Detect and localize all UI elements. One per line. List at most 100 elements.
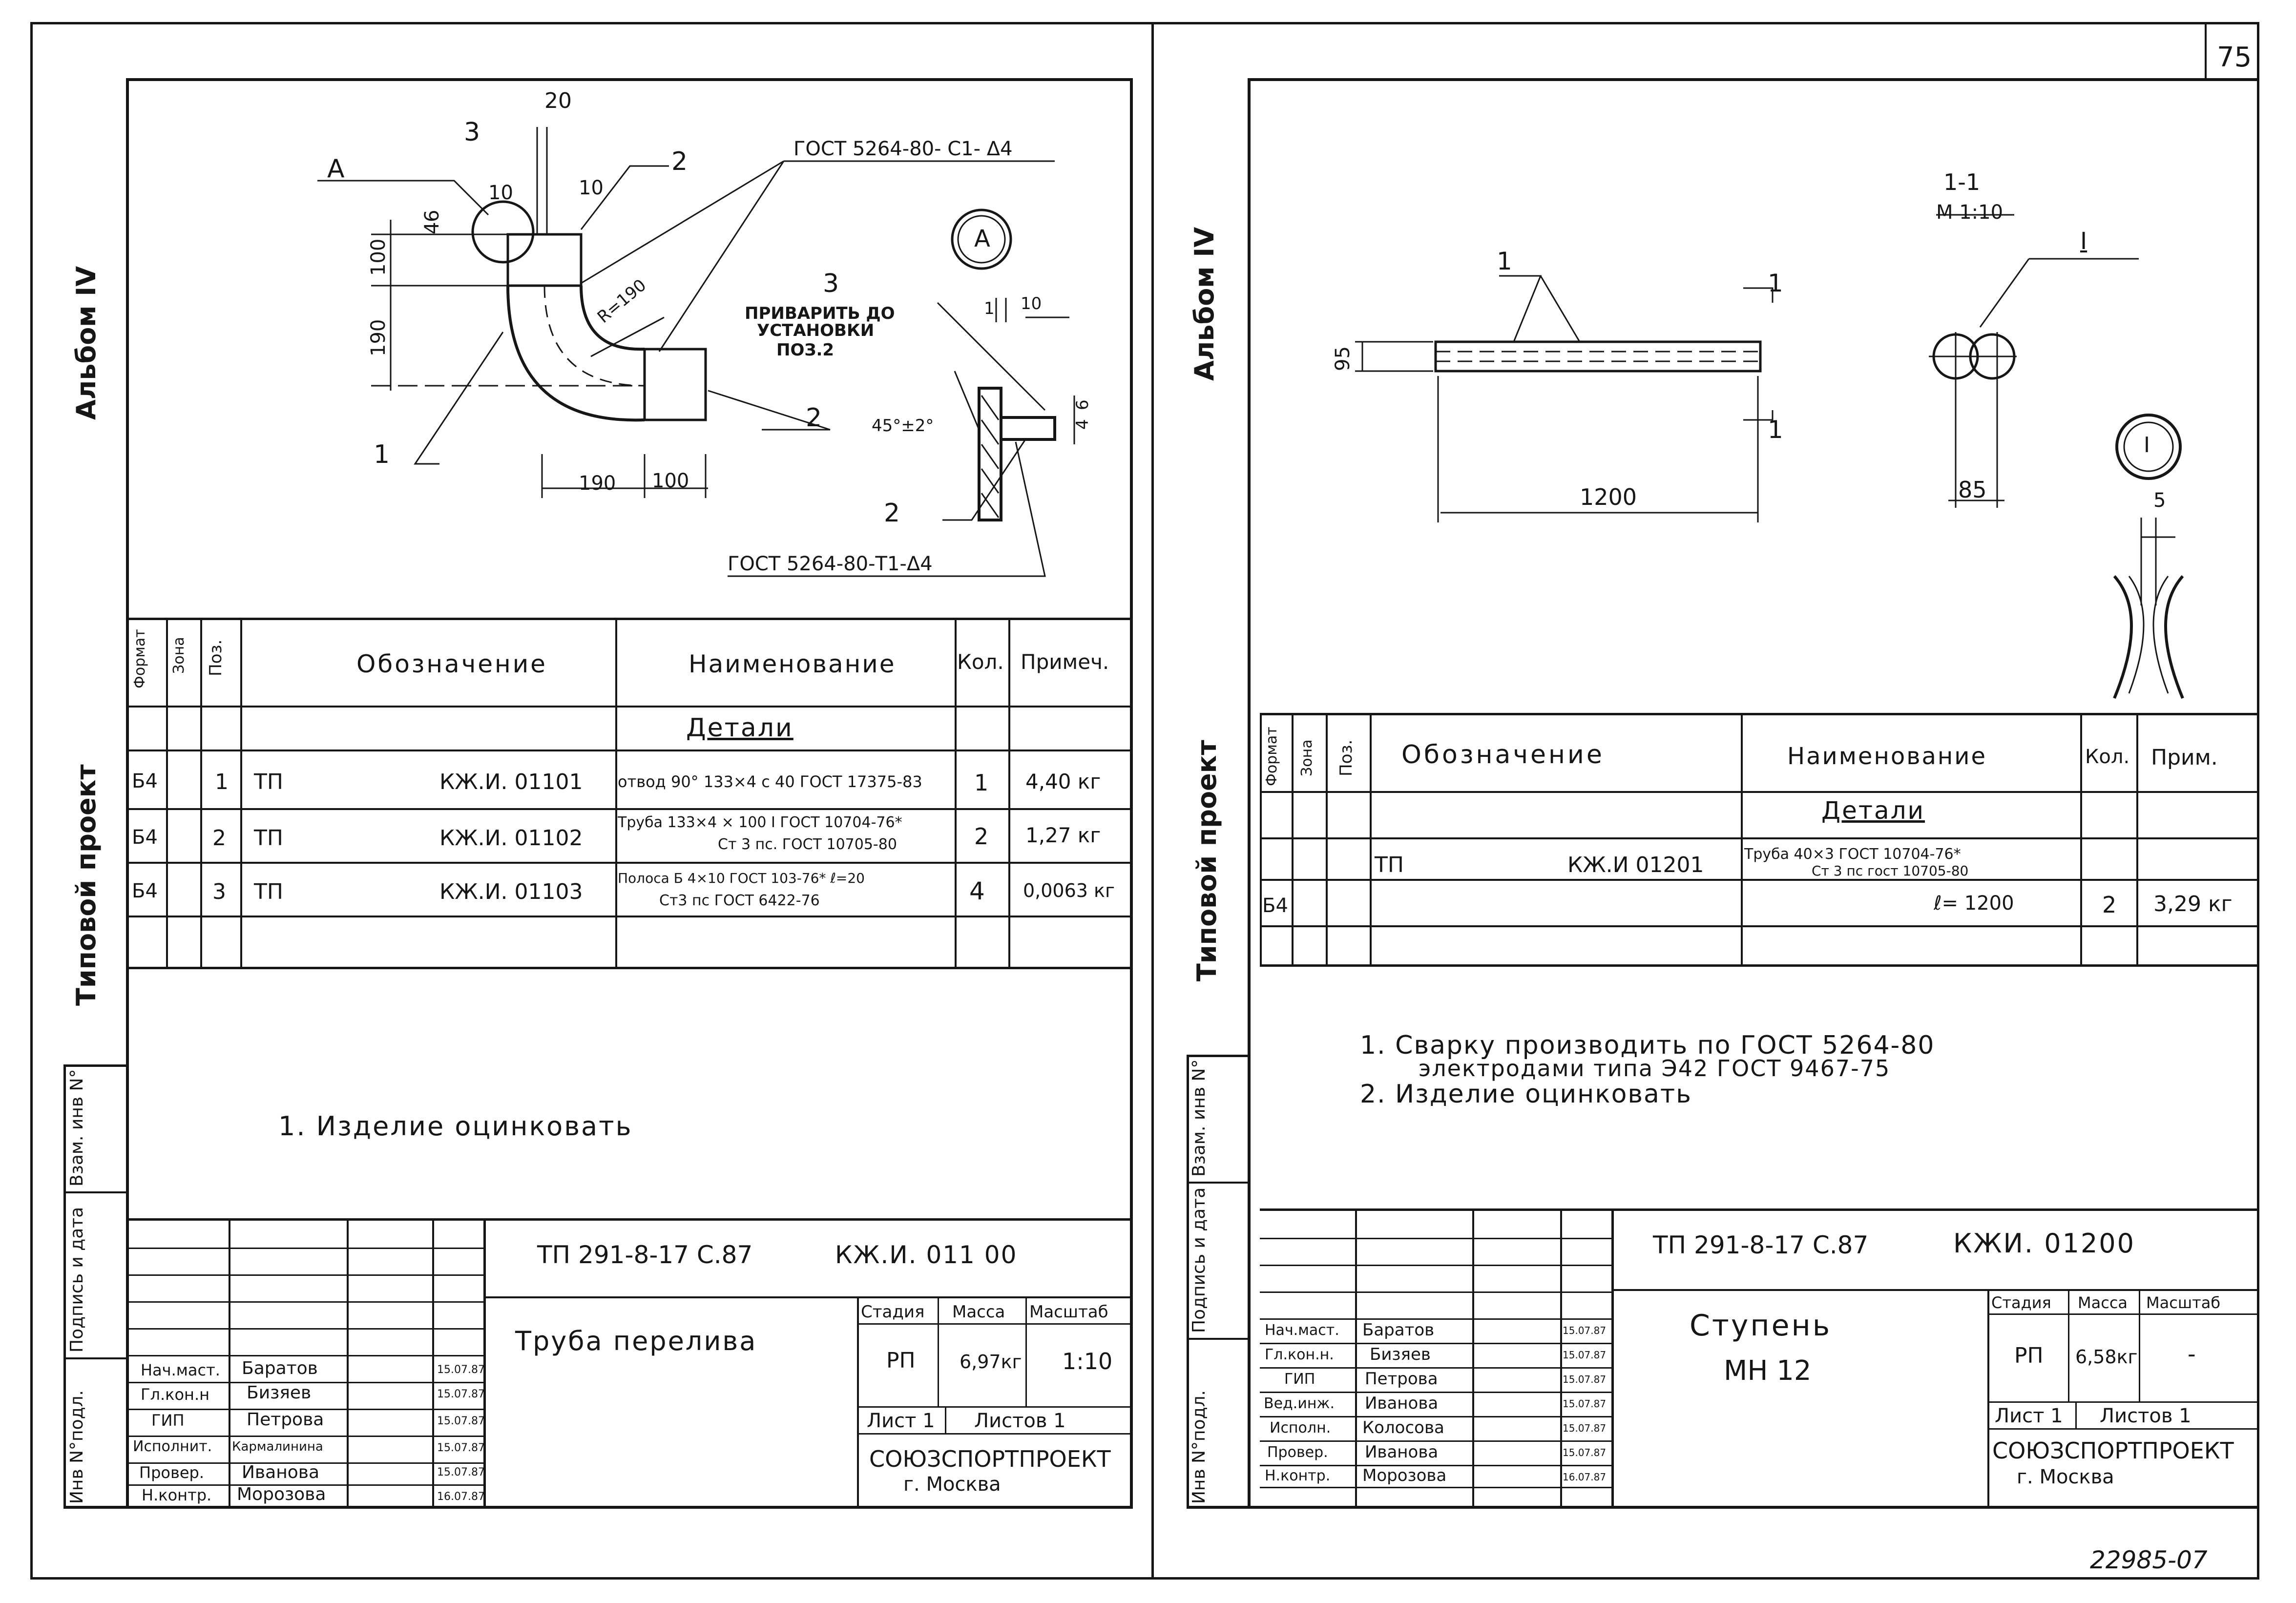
right-sheets-total: Листов 1: [2100, 1405, 2192, 1427]
left-role-5: Провер.: [139, 1463, 204, 1482]
r-spec-header-designation: Обозначение: [1401, 740, 1605, 770]
right-org: СОЮЗСПОРТПРОЕКТ: [1992, 1437, 2234, 1464]
detail-dim-6: 6: [1073, 399, 1092, 410]
spec-header-designation: Обозначение: [356, 650, 547, 678]
left-date-5: 15.07.87: [437, 1466, 485, 1478]
left-role-6: Н.контр.: [142, 1486, 212, 1504]
dim-100-v: 100: [367, 238, 390, 276]
left-title: Труба перелива: [515, 1326, 757, 1356]
callout-3-detail: 3: [823, 269, 839, 298]
right-note-line1: 1. Сварку производить по ГОСТ 5264-80: [1360, 1031, 1935, 1060]
callout-2-top: 2: [671, 147, 688, 176]
right-scale-value: -: [2188, 1341, 2196, 1367]
right-stage-header: Стадия: [1991, 1293, 2051, 1312]
view-roman-i: I: [2144, 433, 2150, 458]
r-spec-header-qty: Кол.: [2085, 746, 2130, 768]
right-role-4: Вед.инж.: [1264, 1395, 1335, 1412]
weld-spec-top: ГОСТ 5264-80- С1- Δ4: [793, 138, 1013, 160]
right-stamp-sign-date: Подпись и дата: [1189, 1187, 1209, 1333]
right-role-6: Провер.: [1267, 1444, 1328, 1461]
right-title: Ступень: [1690, 1309, 1832, 1343]
right-stamp-vzam: Взам. инв N°: [1189, 1059, 1209, 1177]
r-spec-header-note: Прим.: [2151, 745, 2218, 770]
right-date-2: 15.07.87: [1563, 1349, 1607, 1361]
spec-row3-qty: 4: [969, 877, 985, 905]
callout-3: 3: [464, 118, 480, 147]
dim-1200: 1200: [1580, 484, 1637, 510]
callout-1-pipes: 1: [1497, 247, 1512, 275]
spec-row3-name-bottom: Ст3 пс ГОСТ 6422-76: [659, 892, 820, 909]
left-doc-code-right: КЖ.И. 011 00: [835, 1241, 1018, 1269]
right-date-1: 15.07.87: [1563, 1325, 1607, 1336]
left-doc-code-left: ТП 291-8-17 С.87: [537, 1241, 753, 1269]
left-role-2: Гл.кон.н: [141, 1385, 210, 1404]
right-date-3: 15.07.87: [1563, 1374, 1607, 1385]
left-city: г. Москва: [903, 1473, 1001, 1496]
left-scale-header: Масштаб: [1029, 1302, 1108, 1322]
callout-roman-i: I: [2080, 228, 2087, 255]
view-a-label: A: [974, 225, 990, 252]
left-role-3: ГИП: [151, 1411, 185, 1430]
callout-2-detail: 2: [884, 499, 900, 528]
r-spec-row1-length: ℓ= 1200: [1934, 892, 2014, 915]
right-role-2: Гл.кон.н.: [1265, 1346, 1334, 1363]
spec-section-title: Детали: [686, 713, 793, 743]
dim-5: 5: [2153, 489, 2166, 512]
right-name-6: Иванова: [1365, 1442, 1439, 1462]
spec-row3-pos: 3: [212, 879, 226, 904]
spec-header-format: Формат: [131, 629, 148, 688]
r-spec-header-pos: Поз.: [1336, 739, 1356, 776]
right-note-line2: электродами типа Э42 ГОСТ 9467-75: [1419, 1055, 1891, 1082]
section-title: 1-1: [1943, 169, 1981, 195]
left-name-1: Баратов: [242, 1358, 318, 1378]
left-scale-value: 1:10: [1062, 1348, 1113, 1374]
left-date-6: 16.07.87: [437, 1491, 485, 1503]
spec-header-note: Примеч.: [1021, 650, 1109, 674]
left-date-4: 15.07.87: [437, 1442, 485, 1454]
right-note-line3: 2. Изделие оцинковать: [1360, 1080, 1692, 1109]
weld-spec-bottom: ГОСТ 5264-80-Т1-Δ4: [728, 553, 933, 575]
section-cut-bottom: 1: [1768, 416, 1783, 444]
weld-angle: 45°±2°: [872, 416, 934, 436]
right-mass-value: 6,58кг: [2075, 1346, 2138, 1368]
archive-number: 22985-07: [2090, 1546, 2208, 1574]
weld-note-line1: ПРИВАРИТЬ ДО: [745, 304, 895, 323]
dim-190-h: 190: [579, 472, 616, 495]
spec-row2-name-top: Труба 133×4 × 100 I ГОСТ 10704-76*: [618, 814, 902, 831]
right-doc-code-right: КЖИ. 01200: [1953, 1228, 2136, 1259]
left-stamp-vzam: Взам. инв N°: [67, 1069, 87, 1187]
spec-row3-note: 0,0063 кг: [1023, 880, 1115, 901]
right-city: г. Москва: [2017, 1466, 2114, 1488]
right-scale-header: Масштаб: [2146, 1293, 2221, 1312]
detail-dim-1: 1: [984, 299, 995, 318]
spec-row2-note: 1,27 кг: [1025, 823, 1101, 847]
left-date-3: 15.07.87: [437, 1415, 485, 1427]
left-name-4: Кармалинина: [232, 1439, 323, 1454]
r-spec-row1-prefix: ТП: [1375, 853, 1404, 877]
spec-row2-name-bottom: Ст 3 пс. ГОСТ 10705-80: [718, 836, 897, 853]
right-mass-header: Масса: [2078, 1293, 2128, 1312]
spec-header-zone: Зона: [170, 637, 188, 674]
left-name-2: Бизяев: [247, 1383, 312, 1403]
right-subtitle: МН 12: [1724, 1355, 1812, 1387]
section-scale: М 1:10: [1936, 201, 2004, 224]
left-stamp-inv-orig: Инв N°подл.: [67, 1390, 87, 1504]
callout-2-mid: 2: [806, 403, 822, 433]
r-spec-header-zone: Зона: [1298, 739, 1315, 776]
r-spec-row1-format: Б4: [1262, 895, 1288, 917]
left-album-label: Альбом IV: [71, 266, 102, 420]
dim-85: 85: [1958, 477, 1987, 503]
spec-row3-code: КЖ.И. 01103: [439, 879, 583, 904]
spec-row1-code: КЖ.И. 01101: [439, 770, 583, 794]
left-org: СОЮЗСПОРТПРОЕКТ: [869, 1446, 1111, 1472]
right-doc-code-left: ТП 291-8-17 С.87: [1653, 1231, 1869, 1259]
spec-row2-prefix: ТП: [254, 826, 283, 851]
spec-row2-format: Б4: [132, 826, 158, 849]
left-role-4: Исполнит.: [133, 1438, 212, 1455]
section-cut-top: 1: [1768, 269, 1783, 297]
spec-row3-format: Б4: [132, 880, 158, 902]
dim-10a: 10: [488, 182, 513, 204]
right-date-7: 16.07.87: [1563, 1471, 1607, 1483]
right-role-3: ГИП: [1284, 1371, 1315, 1388]
